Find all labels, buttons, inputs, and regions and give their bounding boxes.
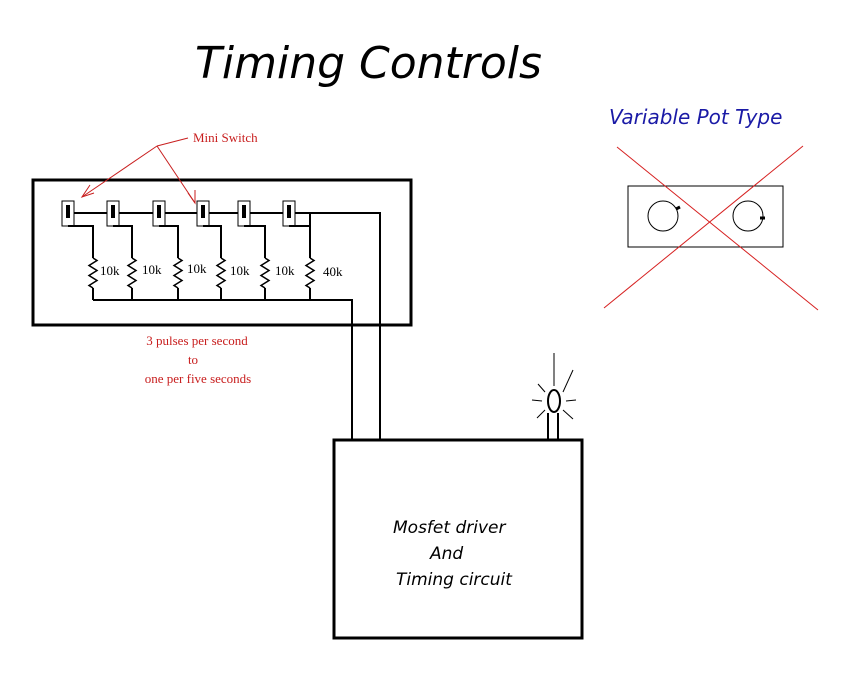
mini-switch-pointers [80,137,196,205]
mini-switch [282,200,296,227]
mini-switch [61,200,75,227]
resistor: 40k [289,225,343,300]
pulse-rate-line3: one per five seconds [145,371,252,386]
resistor-value-label: 10k [142,262,162,277]
driver-box [332,438,584,640]
resistor: 10k [68,225,120,300]
pulse-rate-line1: 3 pulses per second [146,333,248,348]
driver-box-line1: Mosfet driver [393,518,506,538]
resistor-value-label: 40k [323,264,343,279]
mini-switch [196,200,210,227]
pot-diagram [603,145,819,311]
mini-switch-row [61,200,296,227]
switch-bank-box [31,178,413,327]
resistor-value-label: 10k [100,263,120,278]
driver-box-line3: Timing circuit [396,570,513,590]
resistor: 10k [244,225,295,300]
resistor: 10k [203,225,250,300]
mini-switch [152,200,166,227]
resistor: 10k [113,225,162,300]
driver-box-line2: And [429,544,463,564]
resistor-value-label: 10k [187,261,207,276]
pulse-rate-line2: to [188,352,198,367]
switch-bank-circuit: 10k 10k 10k 10k 10k 40k [61,200,343,300]
mini-switch-label: Mini Switch [193,130,258,145]
diagram-title: Timing Controls [195,38,542,89]
pot-cross-line [616,146,819,311]
mini-switch [237,200,251,227]
resistor-value-label: 10k [275,263,295,278]
pot-knob-right [732,200,764,232]
pot-housing [627,185,784,248]
resistor-ladder: 10k 10k 10k 10k 10k 40k [68,213,343,300]
pot-knob-left [647,200,679,232]
resistor: 10k [159,225,207,300]
common-wire [93,299,353,440]
resistor-value-label: 10k [230,263,250,278]
led-indicator-icon [531,353,577,440]
output-wire [295,212,381,440]
pot-type-label: Variable Pot Type [609,105,782,129]
mini-switch [106,200,120,227]
pot-cross-line [603,145,804,309]
